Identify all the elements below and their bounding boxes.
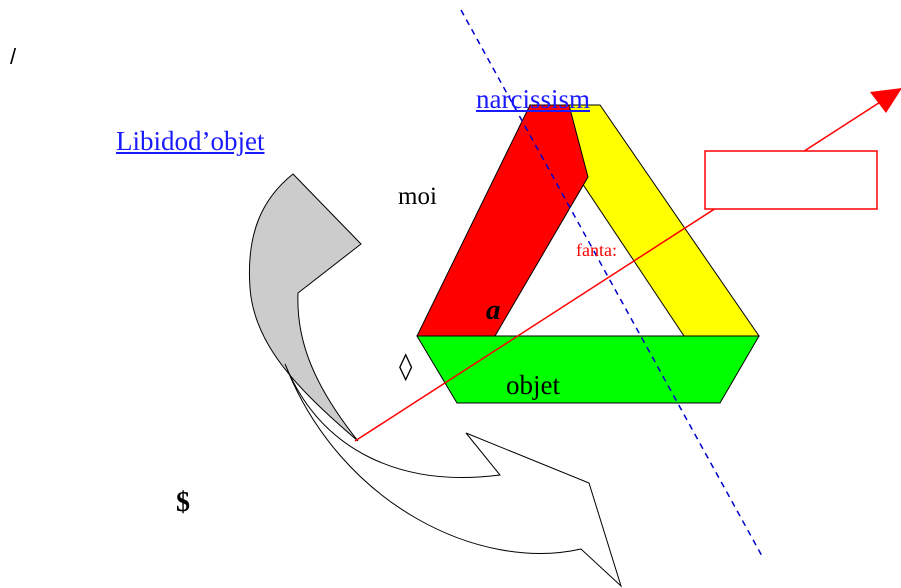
moi-label: moi — [398, 183, 437, 210]
fantasme-label: fanta: — [576, 240, 617, 260]
white-curved-arrow — [284, 363, 623, 588]
losange-symbol: ◊ — [399, 351, 413, 382]
empty-red-box — [704, 150, 878, 210]
green-band — [416, 335, 760, 404]
libido-objet-link[interactable]: Libidod’objet — [116, 126, 265, 156]
narcissism-dashed-line — [460, 9, 763, 557]
objet-a-label: a — [486, 294, 501, 326]
red-band — [416, 104, 589, 337]
grey-curved-arrow — [248, 173, 362, 442]
fantasme-arrowhead — [870, 88, 901, 113]
barred-subject-label: $ — [176, 487, 190, 518]
narcissism-link[interactable]: narcissism — [476, 84, 590, 114]
objet-label: objet — [506, 370, 560, 400]
slash-mark: / — [10, 44, 17, 69]
